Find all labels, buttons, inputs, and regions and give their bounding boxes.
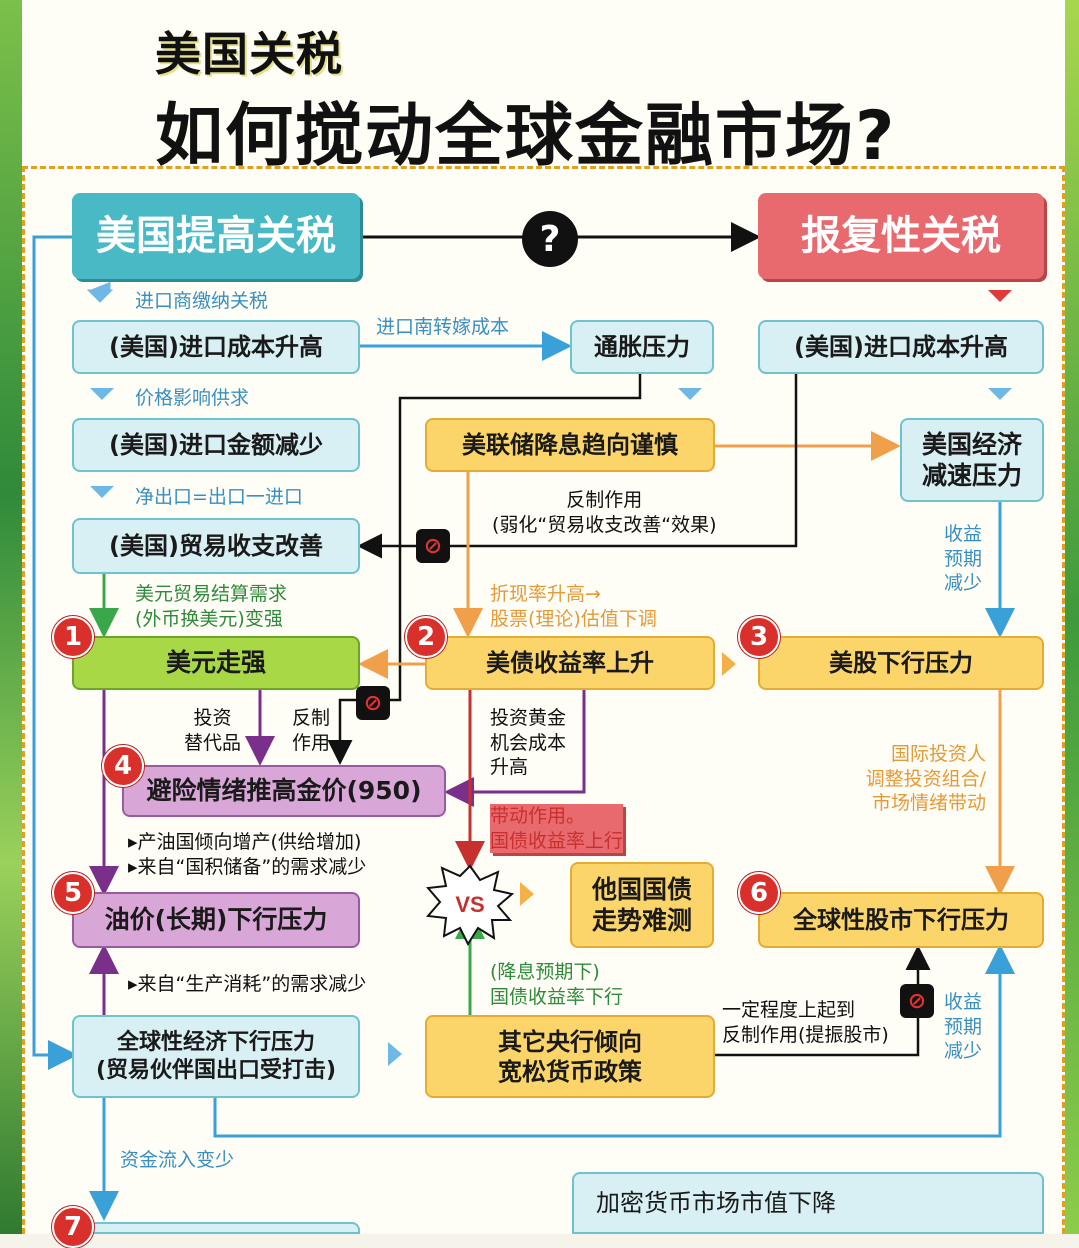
- badge-2: 2: [405, 616, 447, 658]
- right-border: [1065, 0, 1079, 1234]
- stop-icon: ⊘: [356, 686, 390, 720]
- title-line1: 美国关税: [155, 27, 343, 81]
- label-importer-pass-cost: 进口南转嫁成本: [376, 316, 510, 338]
- box-us-stock-down: 美股下行压力: [758, 636, 1044, 690]
- box-us-econ-slowdown: 美国经济 减速压力: [900, 418, 1044, 502]
- label-drive-effect: 带动作用。 国债收益率上行: [490, 804, 624, 854]
- label-discount-rate: 折现率升高→ 股票(理论)估值下调: [490, 583, 657, 630]
- badge-5: 5: [52, 872, 94, 914]
- box-treasury-yield-up: 美债收益率上升: [425, 636, 715, 690]
- box-us-import-decrease: (美国)进口金额减少: [72, 418, 360, 472]
- vs-mark: VS: [455, 892, 484, 917]
- label-importer-pays: 进口商缴纳关税: [135, 290, 269, 312]
- stop-icon: ⊘: [900, 984, 934, 1018]
- label-earnings-down-2: 收益 预期 减少: [944, 991, 983, 1063]
- badge-7: 7: [52, 1206, 94, 1248]
- label-net-export: 净出口=出口一进口: [135, 486, 303, 508]
- box-global-econ-down: 全球性经济下行压力 (贸易伙伴国出口受打击): [72, 1015, 360, 1098]
- label-easing-expect: (降息预期下) 国债收益率下行: [490, 961, 624, 1008]
- badge-1: 1: [52, 616, 94, 658]
- title-line2: 如何搅动全球金融市场?: [155, 97, 897, 176]
- divider-left: [22, 166, 25, 1234]
- box-fed-cautious: 美联储降息趋向谨慎: [425, 418, 715, 472]
- label-usd-demand: 美元贸易结算需求 (外币换美元)变强: [135, 583, 288, 630]
- label-price-supply: 价格影响供求: [135, 387, 250, 409]
- label-oil-supply: ▸产油国倾向增产(供给增加) ▸来自“国积储备”的需求减少: [128, 831, 367, 878]
- label-counter-2: 反制 作用: [292, 707, 331, 754]
- label-gold-opportunity-cost: 投资黄金 机会成本 升高: [490, 707, 567, 779]
- label-earnings-down-1: 收益 预期 减少: [944, 523, 983, 595]
- box-usd-strong: 美元走强: [72, 636, 360, 690]
- box-global-stock-down: 全球性股市下行压力: [758, 892, 1044, 948]
- label-partial-counter: 一定程度上起到 反制作用(提振股市): [722, 999, 889, 1046]
- box-crypto-market-down: 加密货币市场市值下降: [572, 1172, 1044, 1234]
- box-trade-balance-improve: (美国)贸易收支改善: [72, 518, 360, 574]
- badge-3: 3: [738, 616, 780, 658]
- badge-6: 6: [738, 872, 780, 914]
- box-item-7-partial: [72, 1222, 360, 1234]
- left-border: [0, 0, 22, 1234]
- stop-icon: ⊘: [416, 529, 450, 563]
- label-intl-investors: 国际投资人 调整投资组合/ 市场情绪带动: [865, 743, 986, 815]
- box-other-bonds-uncertain: 他国国债 走势难测: [570, 862, 714, 948]
- box-retaliatory-tariff: 报复性关税: [758, 193, 1044, 279]
- box-other-cb-easing: 其它央行倾向 宽松货币政策: [425, 1015, 715, 1098]
- label-counter-effect: 反制作用 (弱化“贸易收支改善“效果): [492, 489, 717, 536]
- question-icon: ?: [522, 211, 578, 267]
- divider-top: [22, 166, 1065, 169]
- box-us-import-cost-up: (美国)进口成本升高: [72, 320, 360, 374]
- box-gold-price-up: 避险情绪推高金价(950): [122, 765, 446, 817]
- label-capital-inflow: 资金流入变少: [120, 1149, 235, 1171]
- badge-4: 4: [102, 745, 144, 787]
- box-us-raise-tariff: 美国提高关税: [72, 193, 360, 279]
- label-invest-alternative: 投资 替代品: [184, 707, 242, 754]
- box-inflation-pressure: 通胀压力: [570, 320, 714, 374]
- box-retal-import-cost-up: (美国)进口成本升高: [758, 320, 1044, 374]
- label-oil-consumption: ▸来自“生产消耗”的需求减少: [128, 973, 367, 995]
- box-oil-price-down: 油价(长期)下行压力: [72, 892, 360, 948]
- divider-right: [1062, 166, 1065, 1234]
